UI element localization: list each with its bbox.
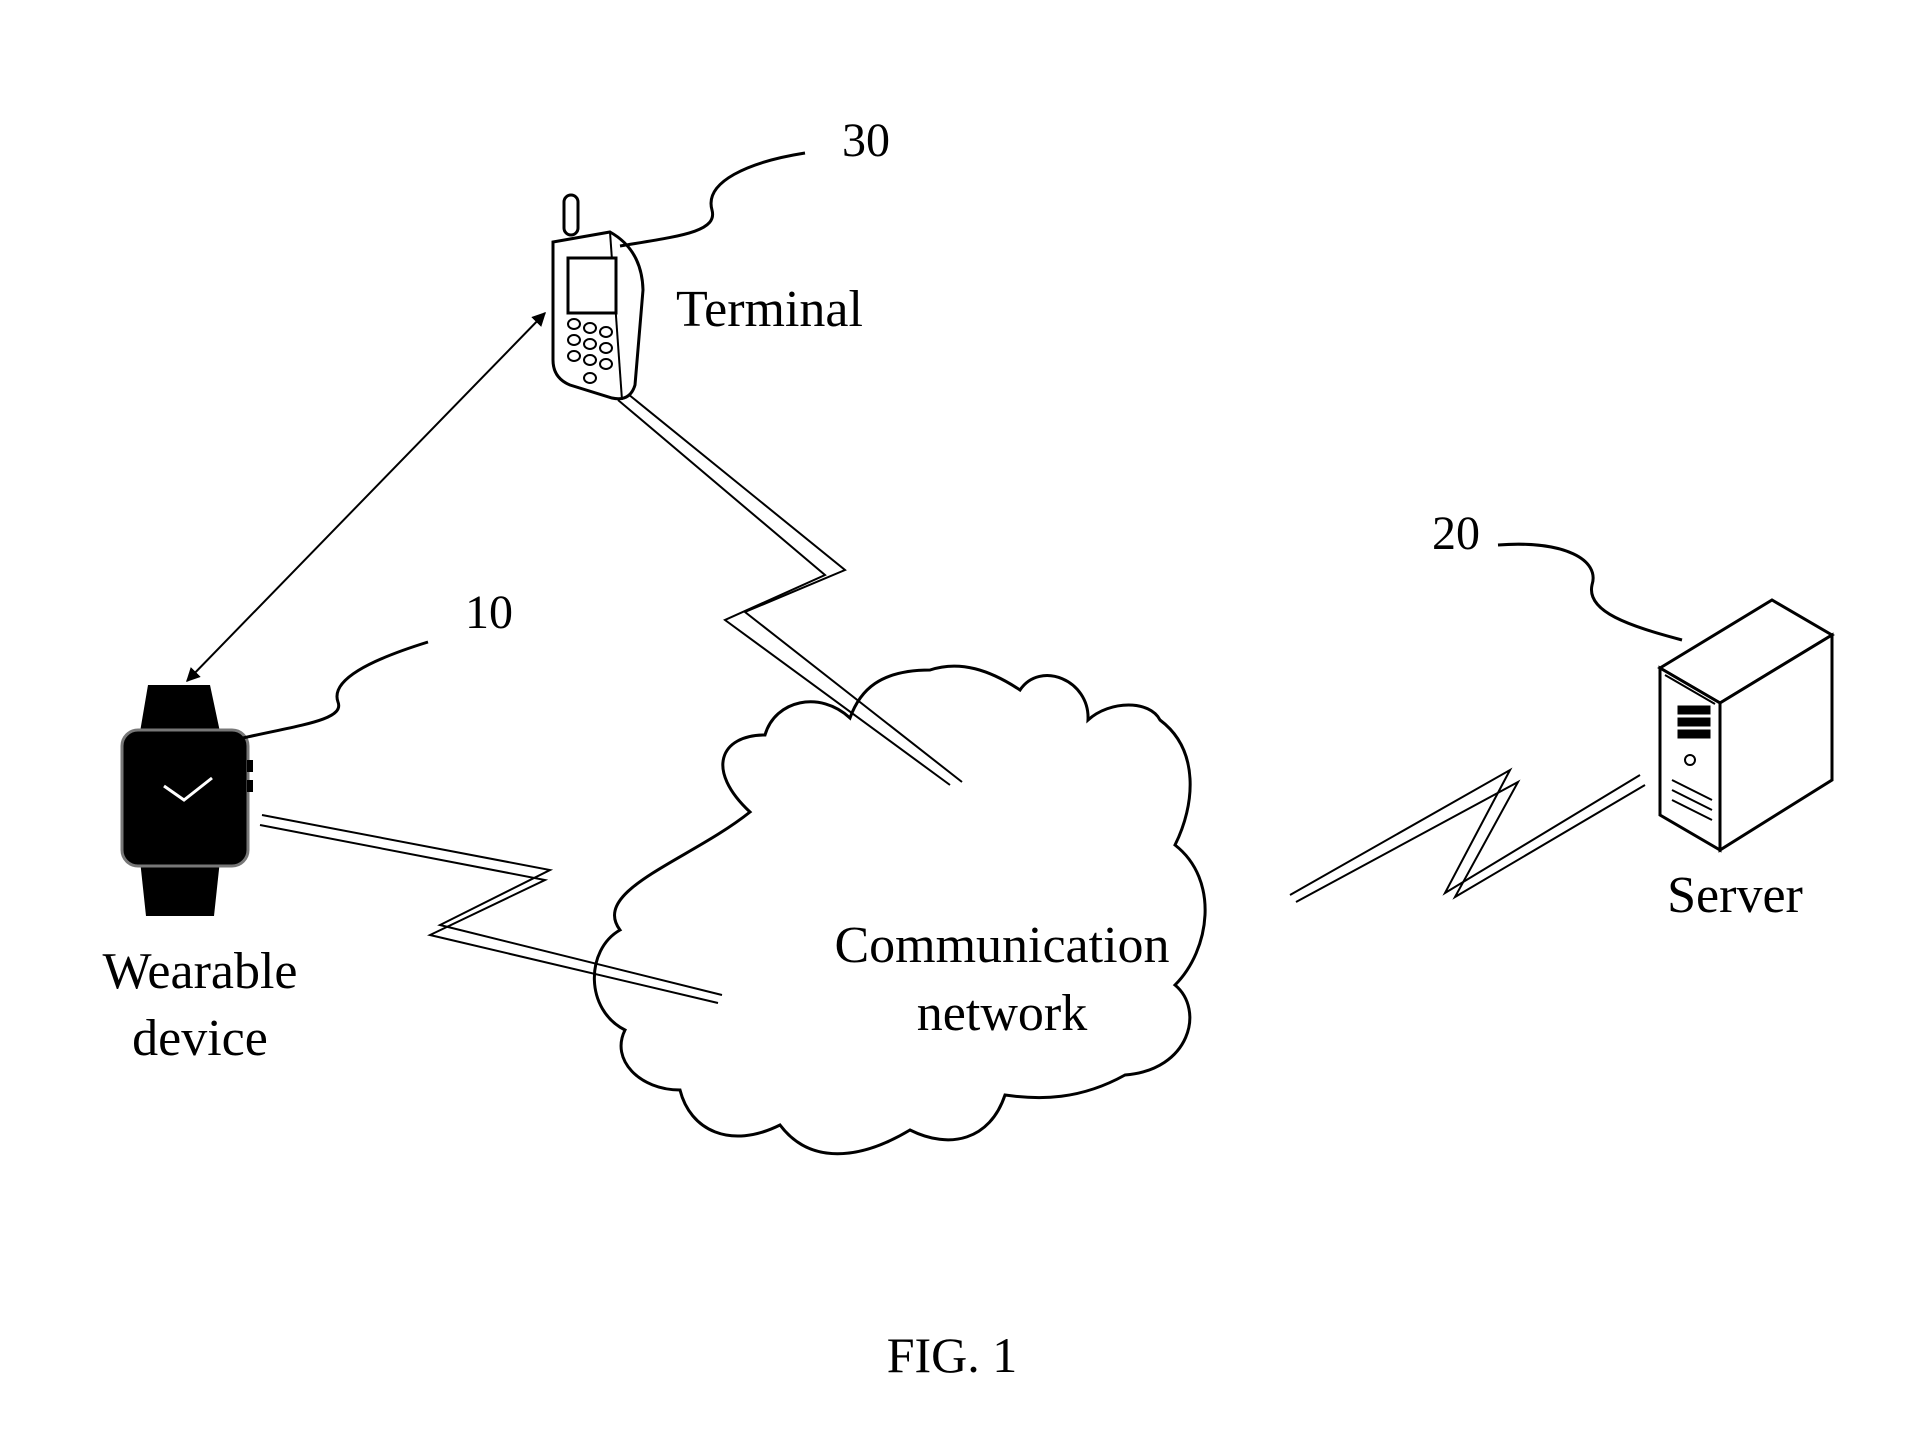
cloud-icon <box>594 666 1205 1154</box>
wearable-label-line1: Wearable <box>103 943 298 1000</box>
wearable-leader-line <box>243 642 428 738</box>
wearable-label-line2: device <box>132 1010 268 1067</box>
wearable-ref-number: 10 <box>465 586 513 639</box>
terminal-ref-number: 30 <box>842 114 890 167</box>
server-label: Server <box>1667 867 1803 924</box>
smartwatch-icon <box>122 685 253 916</box>
server-icon <box>1660 600 1832 850</box>
mobile-phone-icon <box>553 195 643 400</box>
network-label-line1: Communication <box>834 917 1169 974</box>
network-label-line2: network <box>917 985 1087 1042</box>
wireless-link-network-server <box>1290 770 1645 902</box>
server-leader-line <box>1498 544 1682 640</box>
server-ref-number: 20 <box>1432 507 1480 560</box>
terminal-label: Terminal <box>676 281 863 338</box>
figure-caption: FIG. 1 <box>887 1327 1018 1383</box>
terminal-leader-line <box>620 153 805 246</box>
